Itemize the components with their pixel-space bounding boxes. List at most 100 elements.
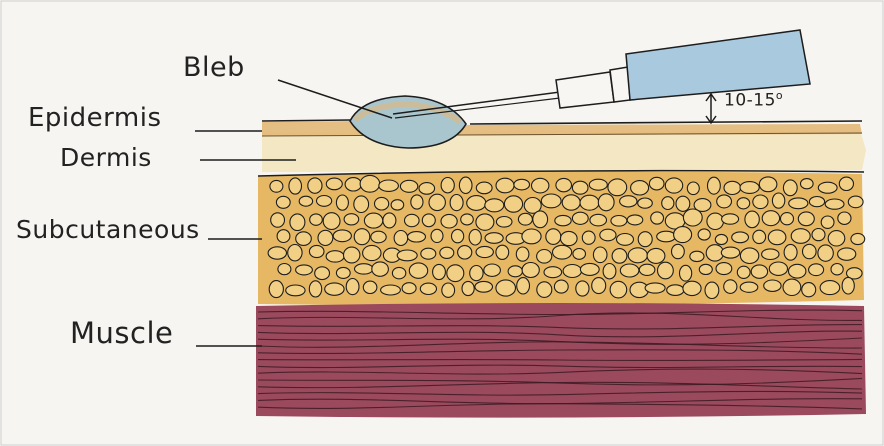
- fat-globule: [609, 280, 628, 299]
- injection-angle-label: 10-15o: [724, 89, 783, 111]
- fat-globule: [678, 264, 693, 282]
- fat-globule: [410, 194, 424, 210]
- fat-globule: [656, 230, 677, 243]
- fat-globule: [779, 212, 795, 226]
- fat-globule: [588, 178, 608, 191]
- fat-globule: [516, 277, 531, 295]
- fat-globule: [761, 210, 781, 227]
- fat-globule: [555, 177, 573, 193]
- fat-globules: [267, 174, 866, 300]
- fat-globule: [371, 261, 389, 277]
- fat-globule: [782, 179, 798, 197]
- needle-lower-edge: [394, 97, 561, 119]
- fat-globule: [579, 262, 600, 276]
- fat-globule: [562, 263, 583, 279]
- fat-globule: [468, 228, 482, 246]
- fat-globule: [390, 199, 405, 211]
- fat-globule: [335, 194, 349, 211]
- fat-globule: [554, 214, 572, 227]
- fat-globule: [474, 280, 494, 293]
- fat-globule: [715, 262, 733, 276]
- fat-globule: [850, 232, 866, 246]
- bleb-label: Bleb: [183, 52, 245, 83]
- fat-globule: [295, 231, 312, 246]
- fat-globule: [693, 198, 712, 212]
- fat-globule: [752, 194, 769, 210]
- fat-globule: [551, 244, 573, 260]
- fat-globule: [449, 193, 464, 212]
- fat-globule: [706, 176, 721, 195]
- fat-globule: [763, 279, 782, 292]
- fat-globule: [799, 178, 814, 190]
- fat-globule: [572, 247, 587, 260]
- fat-globule: [689, 250, 705, 263]
- syringe-barrel: [625, 29, 811, 101]
- subcutaneous-top-line: [257, 169, 865, 177]
- fat-globule: [335, 266, 351, 279]
- fat-globule: [307, 177, 323, 194]
- fat-globule: [466, 195, 487, 211]
- fat-globule: [396, 249, 418, 262]
- fat-globule: [841, 276, 855, 295]
- fat-globule: [656, 261, 674, 280]
- fat-globule: [403, 213, 420, 228]
- fat-globule: [761, 248, 780, 261]
- fat-globule: [362, 244, 382, 262]
- fat-globule: [503, 195, 524, 213]
- fat-globule: [607, 178, 628, 197]
- fat-globule: [343, 213, 360, 226]
- fat-globule: [495, 279, 517, 297]
- fat-globule: [723, 180, 742, 196]
- fat-globule: [783, 243, 798, 261]
- dermis-layer: [262, 130, 866, 172]
- fat-globule: [571, 211, 589, 225]
- fat-globule: [750, 264, 769, 279]
- fat-globule: [275, 195, 291, 209]
- fat-globule: [475, 181, 493, 195]
- fat-globule: [298, 195, 314, 207]
- fat-globule: [418, 182, 436, 195]
- fat-globule: [378, 179, 399, 192]
- fat-globule: [353, 195, 370, 214]
- fat-globule: [599, 228, 617, 242]
- fat-globule: [315, 194, 333, 207]
- fat-globule: [610, 214, 628, 227]
- fat-globule: [373, 196, 390, 211]
- fat-globule: [353, 263, 374, 275]
- fat-globule: [768, 261, 789, 276]
- fat-globule: [483, 263, 501, 277]
- muscle-fiber: [257, 377, 863, 386]
- fat-globule: [619, 195, 638, 208]
- muscle-label: Muscle: [70, 316, 174, 350]
- bleb-leader-line: [277, 79, 393, 119]
- fat-globule: [507, 265, 524, 278]
- fat-globule: [268, 280, 284, 299]
- muscle-fiber: [257, 381, 863, 390]
- fat-globule: [801, 282, 817, 298]
- fat-globule: [495, 177, 515, 194]
- fat-globule: [575, 280, 590, 297]
- fat-globule: [686, 181, 700, 196]
- fat-globule: [698, 263, 713, 276]
- fat-globule: [830, 262, 844, 276]
- fat-globule: [309, 213, 323, 226]
- muscle-fiber: [257, 390, 863, 396]
- fat-globule: [666, 284, 685, 296]
- fat-globule: [270, 212, 286, 228]
- fat-globule: [545, 228, 562, 245]
- fat-globule: [697, 228, 711, 241]
- fat-globule: [739, 281, 759, 293]
- fat-globule: [650, 211, 665, 225]
- fat-globule: [838, 176, 855, 192]
- fat-globule: [845, 267, 863, 280]
- fat-globule: [627, 247, 648, 264]
- fat-globule: [704, 281, 720, 300]
- injection-angle-value: 10-15: [724, 90, 776, 111]
- fat-globule: [571, 180, 589, 195]
- fat-globule: [521, 261, 540, 279]
- fat-globule: [837, 211, 852, 225]
- fat-globule: [325, 250, 345, 263]
- fat-globule: [648, 176, 665, 191]
